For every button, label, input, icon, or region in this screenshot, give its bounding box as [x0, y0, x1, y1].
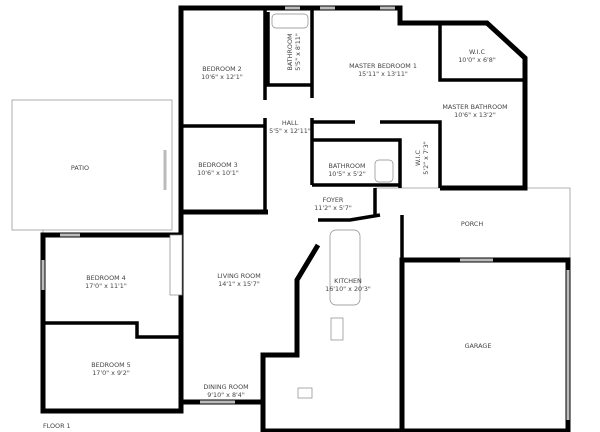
room-name-bedroom3: BEDROOM 3 [198, 161, 237, 169]
room-name-porch: PORCH [461, 220, 483, 228]
room-dims-bedroom5: 17'0" x 9'2" [92, 369, 130, 377]
room-dims-living-room: 14'1" x 15'7" [218, 280, 260, 288]
room-name-hall: HALL [282, 119, 299, 127]
fixtures [169, 13, 394, 399]
bathtub-icon [374, 159, 394, 183]
room-name-bedroom5: BEDROOM 5 [91, 361, 130, 369]
room-name-patio: PATIO [71, 164, 89, 172]
room-dims-dining-room: 9'10" x 8'4" [207, 391, 245, 399]
room-name-wic-master: W.I.C [469, 48, 486, 56]
room-dims-bathroom: 10'5" x 5'2" [328, 170, 366, 178]
room-dims-foyer: 11'2" x 5'7" [314, 204, 352, 212]
kitchen-island [329, 229, 361, 306]
room-dims-bedroom3: 10'6" x 10'1" [197, 169, 239, 177]
room-name-bathroom-small: BATHROOM [286, 34, 294, 71]
room-name-foyer: FOYER [323, 196, 344, 204]
floor-label: FLOOR 1 [43, 422, 71, 430]
room-name-kitchen: KITCHEN [334, 277, 362, 285]
cooktop-icon [330, 317, 344, 341]
room-dims-master-bedroom: 15'11" x 13'11" [358, 70, 408, 78]
room-labels: BEDROOM 2 10'6" x 12'1" BATHROOM 5'5" x … [43, 33, 508, 430]
room-name-wic2: W.I.C [414, 149, 422, 166]
room-name-garage: GARAGE [465, 342, 492, 350]
windows [41, 6, 570, 420]
room-name-bathroom: BATHROOM [329, 162, 366, 170]
room-name-living-room: LIVING ROOM [217, 272, 260, 280]
living-kitchen-wall [260, 243, 321, 402]
sink-icon [297, 387, 313, 399]
room-dims-wic2: 5'2" x 7'3" [422, 141, 430, 175]
room-dims-hall: 5'5" x 12'11" [269, 127, 311, 135]
patio-area [11, 99, 173, 231]
room-name-master-bedroom: MASTER BEDROOM 1 [349, 62, 417, 70]
room-dims-wic-master: 10'0" x 6'8" [458, 56, 496, 64]
room-name-bedroom2: BEDROOM 2 [202, 65, 241, 73]
room-dims-bathroom-small: 5'5" x 8'11" [294, 33, 302, 71]
bathtub-icon [271, 13, 309, 29]
room-dims-bedroom4: 17'0" x 11'1" [85, 282, 127, 290]
room-name-master-bathroom: MASTER BATHROOM [442, 103, 507, 111]
exterior-wall-north [178, 5, 528, 191]
room-dims-bedroom2: 10'6" x 12'1" [201, 73, 243, 81]
room-name-dining-room: DINING ROOM [203, 383, 248, 391]
interior-walls [43, 8, 525, 339]
room-name-bedroom4: BEDROOM 4 [86, 274, 125, 282]
room-dims-master-bathroom: 10'6" x 13'2" [454, 111, 496, 119]
room-dims-kitchen: 16'10" x 20'3" [325, 285, 371, 293]
fireplace-icon [169, 234, 183, 296]
